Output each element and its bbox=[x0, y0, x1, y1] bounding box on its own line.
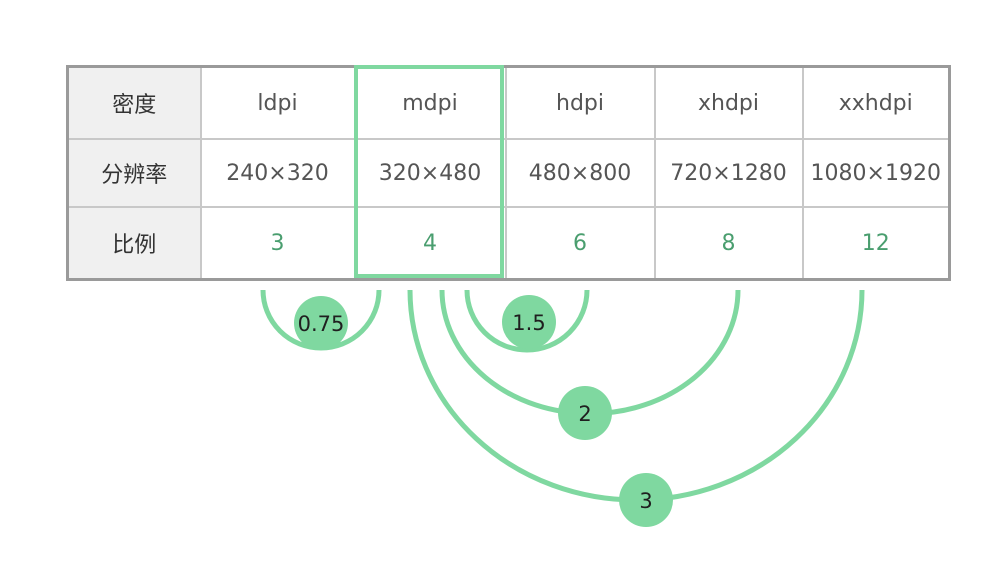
ratio-badge-1.5: 1.5 bbox=[502, 295, 556, 349]
ratio-badge-circle bbox=[558, 386, 612, 440]
resolution-row: 分辨率 240×320 320×480 480×800 720×1280 108… bbox=[66, 138, 951, 208]
resolution-ldpi: 240×320 bbox=[199, 138, 356, 208]
ratio-badge-label: 0.75 bbox=[298, 312, 345, 336]
density-xhdpi: xhdpi bbox=[653, 65, 804, 140]
ratio-badge-0.75: 0.75 bbox=[294, 296, 348, 350]
resolution-xxhdpi: 1080×1920 bbox=[801, 138, 951, 208]
resolution-hdpi: 480×800 bbox=[504, 138, 656, 208]
row-header-resolution: 分辨率 bbox=[66, 138, 202, 208]
ratio-badge-label: 2 bbox=[578, 402, 591, 426]
density-ldpi: ldpi bbox=[199, 65, 356, 140]
density-row: 密度 ldpi mdpi hdpi xhdpi xxhdpi bbox=[66, 65, 951, 140]
density-xxhdpi: xxhdpi bbox=[801, 65, 951, 140]
ratio-xhdpi: 8 bbox=[653, 206, 804, 281]
density-table: 密度 ldpi mdpi hdpi xhdpi xxhdpi 分辨率 240×3… bbox=[66, 65, 951, 281]
ratio-badge-3: 3 bbox=[619, 473, 673, 527]
ratio-row: 比例 3 4 6 8 12 bbox=[66, 206, 951, 281]
ratio-xxhdpi: 12 bbox=[801, 206, 951, 281]
connector-arc-mdpi-hdpi bbox=[464, 289, 590, 353]
ratio-badge-label: 1.5 bbox=[512, 311, 545, 335]
ratio-badge-circle bbox=[294, 296, 348, 350]
ratio-badge-2: 2 bbox=[558, 386, 612, 440]
resolution-mdpi: 320×480 bbox=[353, 138, 507, 208]
row-header-ratio: 比例 bbox=[66, 206, 202, 281]
ratio-mdpi: 4 bbox=[353, 206, 507, 281]
ratio-hdpi: 6 bbox=[504, 206, 656, 281]
row-header-density: 密度 bbox=[66, 65, 202, 140]
density-hdpi: hdpi bbox=[504, 65, 656, 140]
ratio-badge-circle bbox=[619, 473, 673, 527]
ratio-ldpi: 3 bbox=[199, 206, 356, 281]
ratio-badge-label: 3 bbox=[639, 489, 652, 513]
ratio-badge-circle bbox=[502, 295, 556, 349]
resolution-xhdpi: 720×1280 bbox=[653, 138, 804, 208]
